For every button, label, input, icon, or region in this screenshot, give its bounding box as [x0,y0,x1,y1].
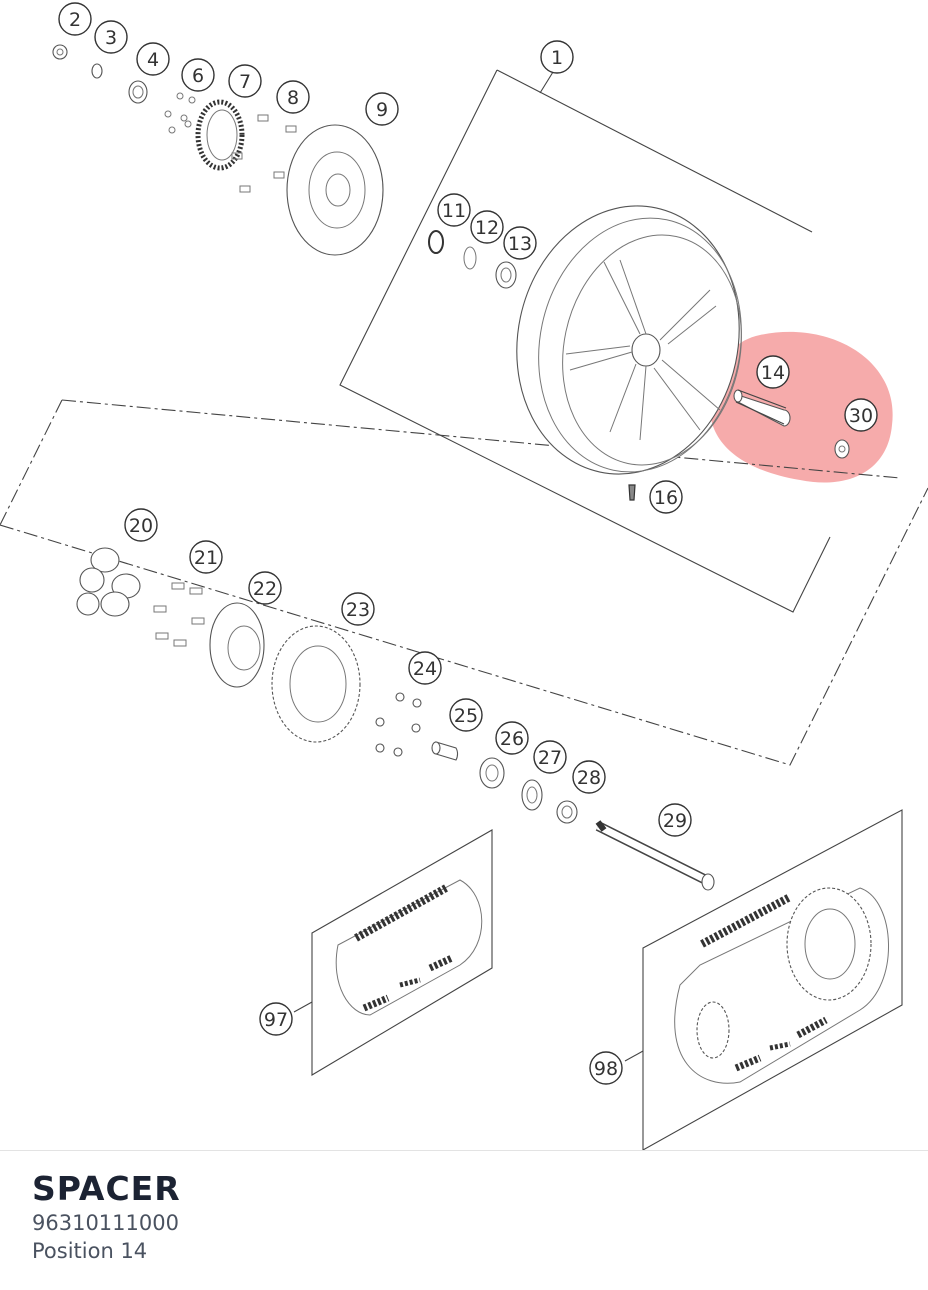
callout-circle [408,651,442,685]
callout-circle [248,571,282,605]
callout-26[interactable]: 26 [495,721,529,755]
callout-12[interactable]: 12 [470,210,504,244]
part-number: 96310111000 [32,1211,179,1235]
callout-circle [533,740,567,774]
callout-number: 12 [475,217,499,239]
callout-circle [844,398,878,432]
callout-number: 23 [346,599,370,621]
callout-22[interactable]: 22 [248,571,282,605]
callout-number: 3 [105,27,117,49]
callout-number: 21 [194,547,218,569]
callout-number: 24 [413,658,437,680]
callout-circle [756,355,790,389]
callout-number: 16 [654,487,678,509]
top-left-parts [52,44,384,256]
callout-circle [437,193,471,227]
callout-circle [365,92,399,126]
callout-9[interactable]: 9 [365,92,399,126]
chain-kit-97 [293,829,493,1076]
callout-25[interactable]: 25 [449,698,483,732]
callout-6[interactable]: 6 [181,58,215,92]
callout-number: 11 [442,200,466,222]
callout-circle [136,42,170,76]
callout-11[interactable]: 11 [437,193,471,227]
callout-number: 97 [264,1009,288,1031]
callout-21[interactable]: 21 [189,540,223,574]
callout-number: 28 [577,767,601,789]
callout-circle [189,540,223,574]
callout-number: 1 [551,47,563,69]
callout-circle [572,760,606,794]
callout-circle [58,2,92,36]
callout-29[interactable]: 29 [658,803,692,837]
callout-23[interactable]: 23 [341,592,375,626]
callout-number: 6 [192,65,204,87]
callout-circle [449,698,483,732]
callout-1[interactable]: 1 [540,40,574,74]
part-name: SPACER [32,1169,181,1208]
part-position: Position 14 [32,1239,148,1263]
callout-number: 20 [129,515,153,537]
callout-4[interactable]: 4 [136,42,170,76]
callout-13[interactable]: 13 [503,226,537,260]
callout-28[interactable]: 28 [572,760,606,794]
callout-circle [181,58,215,92]
callout-14[interactable]: 14 [756,355,790,389]
callout-16[interactable]: 16 [649,480,683,514]
callout-circle [649,480,683,514]
part-info-panel: SPACER 96310111000 Position 14 [0,1150,928,1290]
callout-circle [589,1051,623,1085]
callout-number: 13 [508,233,532,255]
callout-circle [124,508,158,542]
callout-2[interactable]: 2 [58,2,92,36]
spacer-parts [628,389,850,501]
callout-7[interactable]: 7 [228,64,262,98]
callout-number: 14 [761,362,785,384]
callout-circle [94,20,128,54]
callout-circle [341,592,375,626]
callout-circle [259,1002,293,1036]
callout-3[interactable]: 3 [94,20,128,54]
bearing-parts-11-13 [428,230,517,289]
callout-circle [540,40,574,74]
callout-30[interactable]: 30 [844,398,878,432]
callout-number: 29 [663,810,687,832]
callout-number: 7 [239,71,251,93]
callout-number: 2 [69,9,81,31]
callout-number: 27 [538,747,562,769]
callout-circle [228,64,262,98]
callout-number: 26 [500,728,524,750]
callout-circle [503,226,537,260]
callout-circle [276,80,310,114]
callout-number: 9 [376,99,388,121]
callout-number: 25 [454,705,478,727]
callout-27[interactable]: 27 [533,740,567,774]
callout-number: 4 [147,49,159,71]
hub-assembly-frame [0,399,928,766]
hub-parts [76,547,578,824]
axle [595,820,715,891]
callout-circle [658,803,692,837]
callout-number: 30 [849,405,873,427]
callout-24[interactable]: 24 [408,651,442,685]
callout-97[interactable]: 97 [259,1002,293,1036]
callout-number: 8 [287,87,299,109]
callout-number: 22 [253,578,277,600]
callout-8[interactable]: 8 [276,80,310,114]
callout-circle [495,721,529,755]
wheel-assembly-frame [339,69,831,613]
chain-kit-98 [624,809,903,1150]
callout-number: 98 [594,1058,618,1080]
callout-circle [470,210,504,244]
callout-20[interactable]: 20 [124,508,158,542]
rear-wheel [516,205,742,475]
callout-98[interactable]: 98 [589,1051,623,1085]
